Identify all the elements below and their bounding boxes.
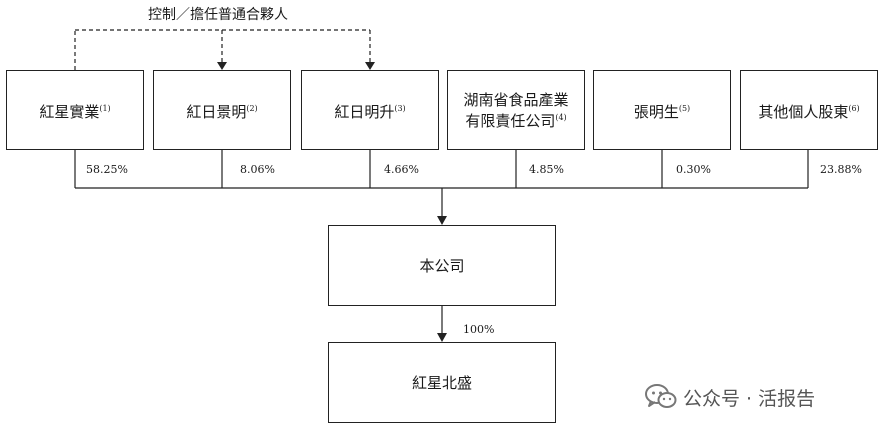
subsidiary-arrowhead <box>437 333 447 342</box>
shareholding-percentage: 58.25% <box>86 163 128 176</box>
shareholding-percentage: 4.66% <box>384 163 419 176</box>
company-box: 本公司 <box>328 225 556 306</box>
footnote-ref: (2) <box>246 103 258 113</box>
footnote-ref: (3) <box>394 103 406 113</box>
watermark-text: 公众号 · 活报告 <box>683 387 816 410</box>
shareholder-box-other-individuals: 其他個人股東(6) <box>740 70 878 150</box>
subsidiary-box: 紅星北盛 <box>328 342 556 423</box>
subsidiary-percentage: 100% <box>463 323 495 336</box>
shareholder-box-hongri-jingming: 紅日景明(2) <box>153 70 291 150</box>
control-label: 控制／擔任普通合夥人 <box>148 7 288 23</box>
shareholder-label: 湖南省食品產業有限責任公司(4) <box>463 90 569 130</box>
shareholder-label: 紅星實業(1) <box>39 102 111 121</box>
shareholder-box-hongxing-industry: 紅星實業(1) <box>6 70 144 150</box>
shareholder-label: 紅日明升(3) <box>334 102 406 121</box>
shareholder-box-hunan-food-industry: 湖南省食品產業有限責任公司(4) <box>447 70 585 150</box>
shareholding-percentage: 23.88% <box>820 163 862 176</box>
subsidiary-label: 紅星北盛 <box>411 373 472 392</box>
shareholding-percentage: 4.85% <box>529 163 564 176</box>
footnote-ref: (1) <box>99 103 111 113</box>
control-arrowhead <box>365 62 375 70</box>
shareholder-box-zhang-mingsheng: 張明生(5) <box>593 70 731 150</box>
watermark: 公众号 · 活报告 <box>645 383 815 411</box>
wechat-icon <box>645 384 677 408</box>
shareholder-label: 其他個人股東(6) <box>758 102 860 121</box>
shareholder-label: 張明生(5) <box>633 102 691 121</box>
shareholding-percentage: 8.06% <box>240 163 275 176</box>
footnote-ref: (4) <box>555 112 567 122</box>
shareholder-box-hongri-mingsheng: 紅日明升(3) <box>301 70 439 150</box>
control-arrowhead <box>217 62 227 70</box>
company-label: 本公司 <box>419 256 465 275</box>
company-arrowhead <box>437 216 447 225</box>
shareholding-percentage: 0.30% <box>676 163 711 176</box>
shareholder-label: 紅日景明(2) <box>186 102 258 121</box>
footnote-ref: (5) <box>678 103 691 113</box>
footnote-ref: (6) <box>848 103 860 113</box>
